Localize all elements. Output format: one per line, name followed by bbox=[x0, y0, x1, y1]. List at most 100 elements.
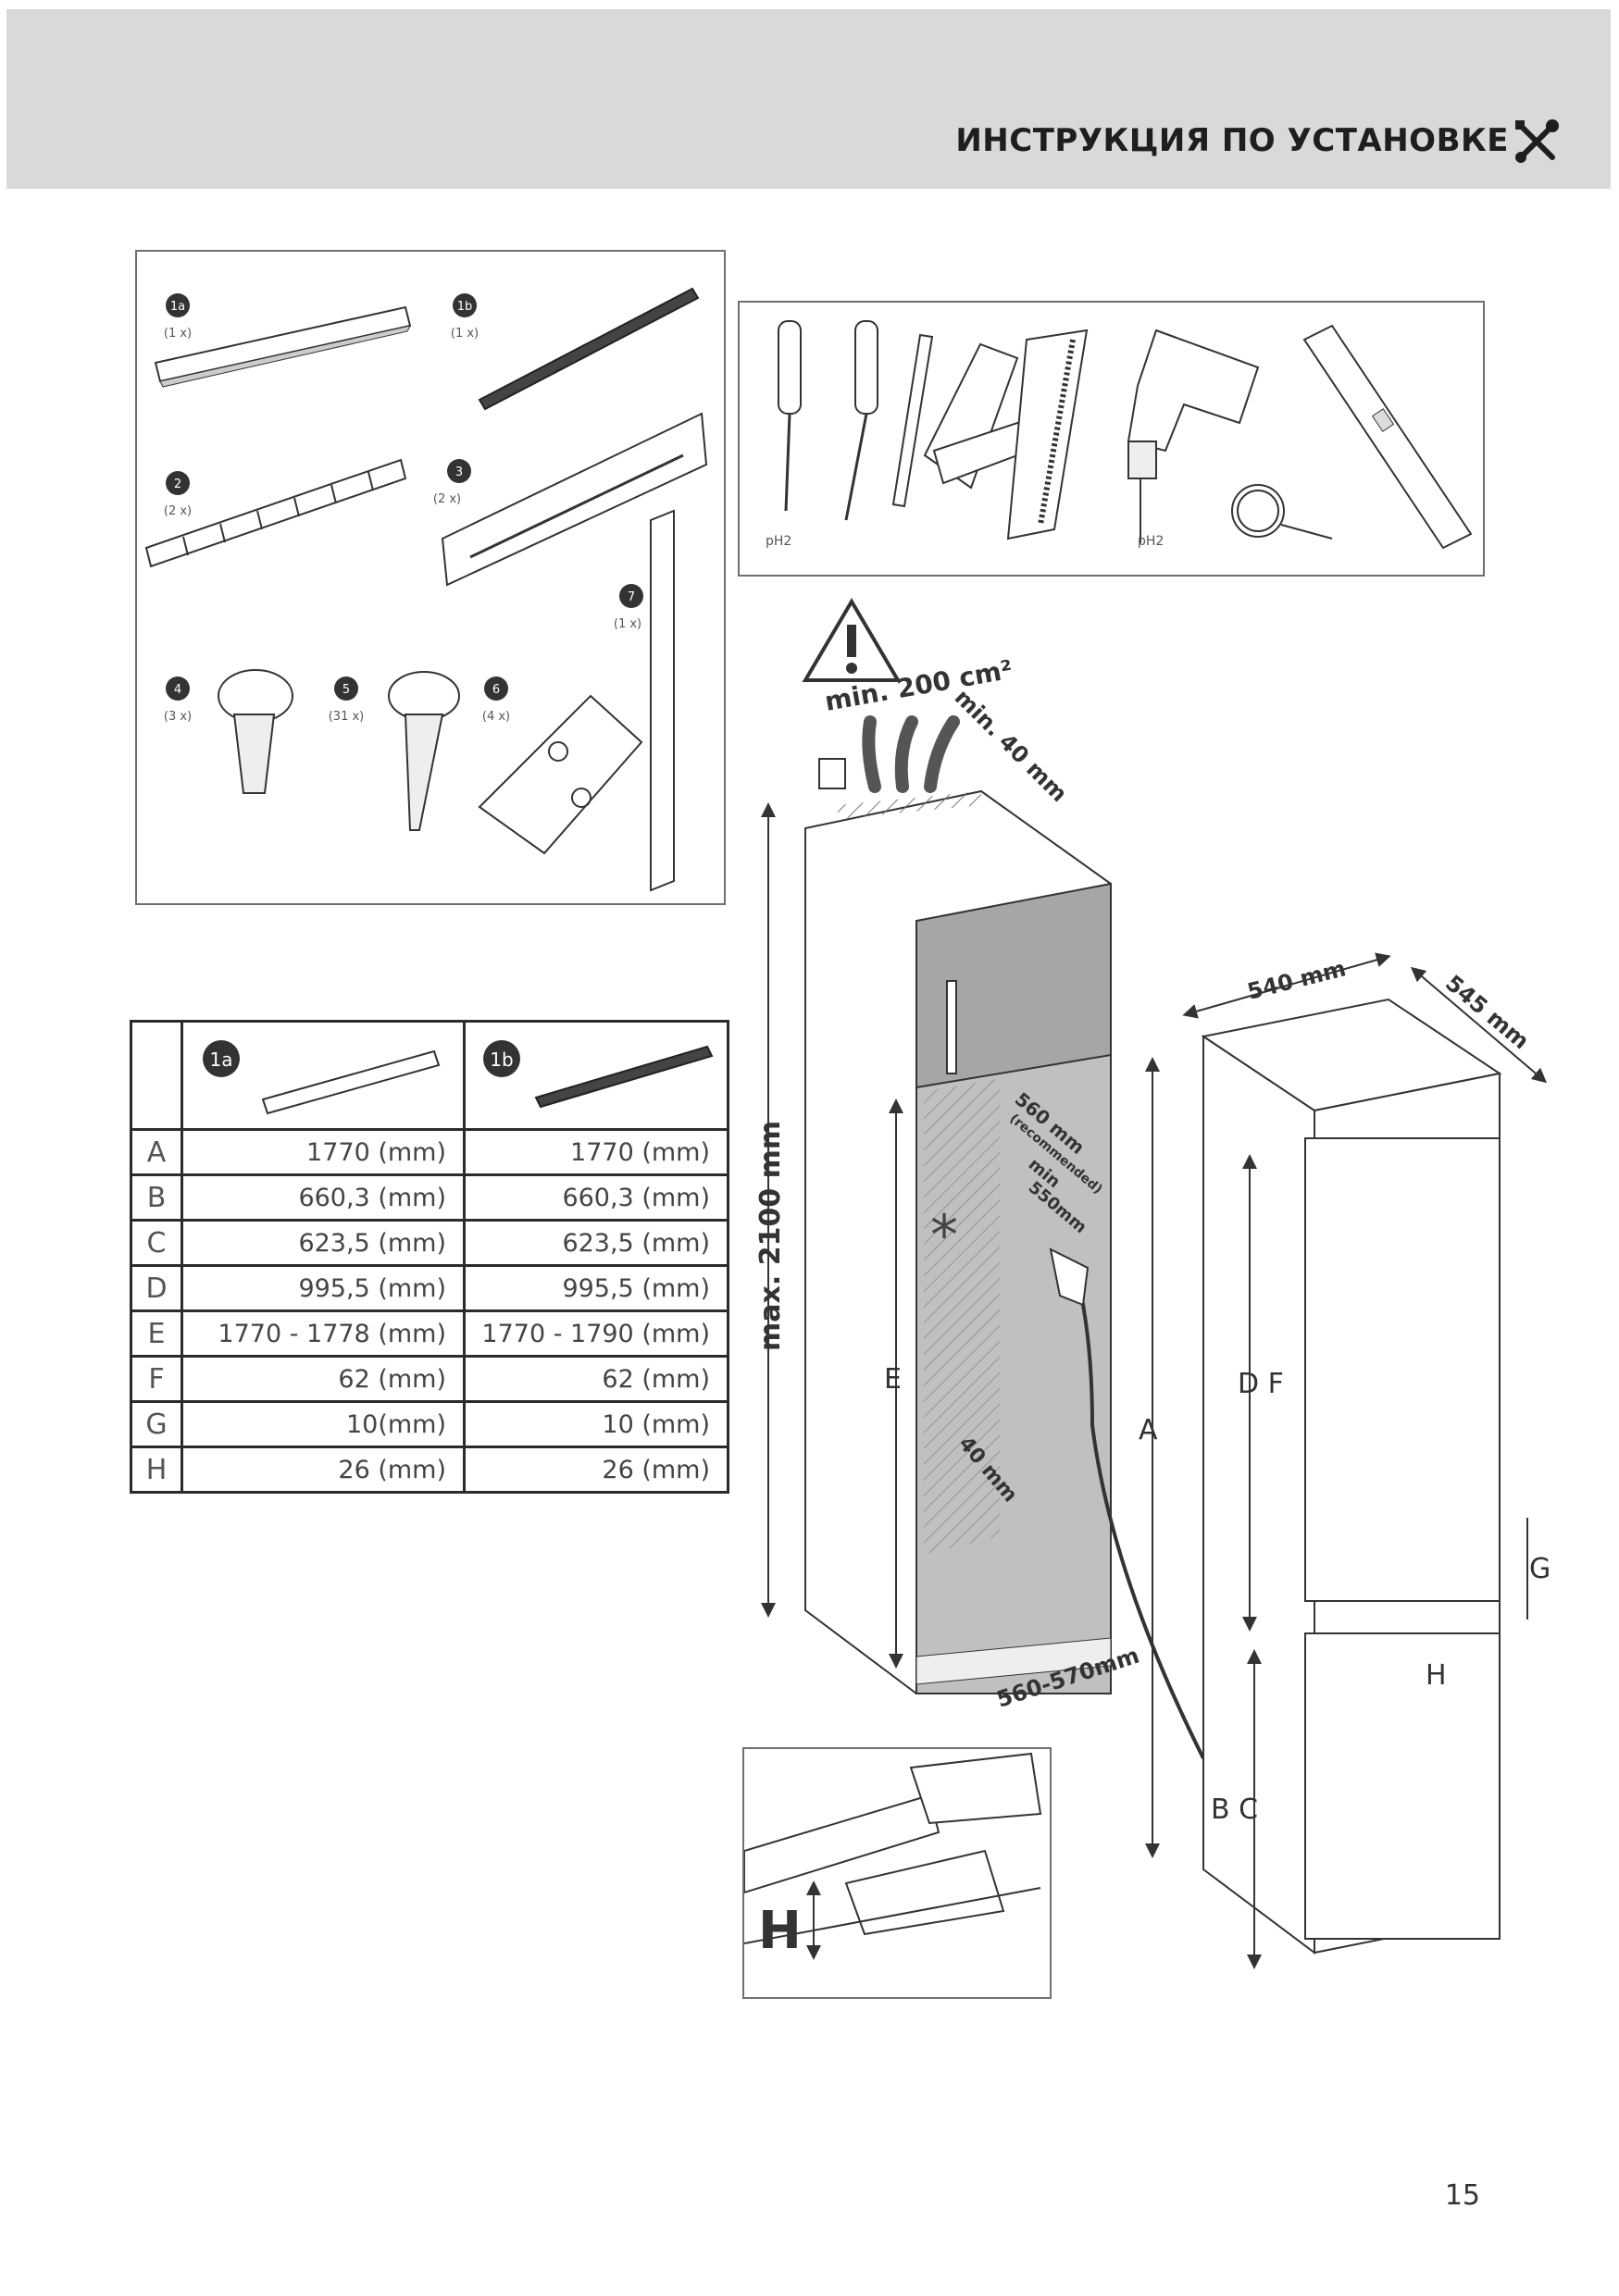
row-label: E bbox=[130, 1309, 183, 1358]
table-row: H 26 (mm) 26 (mm) bbox=[130, 1446, 729, 1494]
part-6-number: 6 bbox=[492, 683, 500, 697]
drill-icon bbox=[1127, 329, 1260, 543]
appliance-depth-label: 545 mm bbox=[1440, 970, 1534, 1054]
inset-label-h: H bbox=[758, 1901, 802, 1961]
parts-panel: 1a (1 x) 1b (1 x) 2 (2 x) 3 bbox=[135, 250, 726, 905]
table-row: B 660,3 (mm) 660,3 (mm) bbox=[130, 1173, 729, 1222]
part-7-number: 7 bbox=[628, 590, 635, 604]
bracket-1a-icon: 1a bbox=[203, 1040, 441, 1115]
row-value-1b: 995,5 (mm) bbox=[463, 1264, 729, 1312]
table-row: A 1770 (mm) 1770 (mm) bbox=[130, 1128, 729, 1176]
part-4-qty: (3 x) bbox=[164, 710, 192, 724]
row-value-1a: 10(mm) bbox=[181, 1400, 466, 1448]
table-row: D 995,5 (mm) 995,5 (mm) bbox=[130, 1264, 729, 1312]
column-1b-label: 1b bbox=[490, 1049, 513, 1071]
table-row: E 1770 - 1778 (mm) 1770 - 1790 (mm) bbox=[130, 1309, 729, 1358]
label-h: H bbox=[1426, 1659, 1447, 1692]
label-df: D F bbox=[1238, 1368, 1284, 1400]
label-e: E bbox=[884, 1363, 902, 1396]
spec-table: 1a 1b A 1770 (mm) 1770 (mm) B 660,3 (mm)… bbox=[130, 1020, 729, 1494]
tools-illustration: pH2 pH2 bbox=[766, 320, 1473, 550]
pencil-icon bbox=[891, 333, 934, 508]
part-2-number: 2 bbox=[174, 478, 181, 491]
appliance-width-label: 540 mm bbox=[1245, 955, 1349, 1004]
part-1b-qty: (1 x) bbox=[451, 327, 479, 341]
part-5-number: 5 bbox=[342, 683, 350, 697]
hinge-detail-panel: H bbox=[742, 1747, 1052, 1999]
depth-min-label-b: 550mm bbox=[1025, 1178, 1090, 1237]
power-cable bbox=[1049, 1247, 1205, 1759]
table-corner bbox=[130, 1020, 183, 1131]
screwdriver-icon bbox=[778, 320, 802, 512]
cable-icon bbox=[1231, 484, 1333, 540]
hinge-illustration: H bbox=[744, 1752, 1042, 1961]
row-label: F bbox=[130, 1355, 183, 1403]
part-3-number: 3 bbox=[455, 465, 463, 479]
niche-width-label: 560-570mm bbox=[993, 1643, 1142, 1713]
tool-label-ph2-left: pH2 bbox=[766, 534, 791, 549]
column-1b-header: 1b bbox=[463, 1020, 729, 1131]
part-5-qty: (31 x) bbox=[329, 710, 365, 724]
saw-icon bbox=[1006, 329, 1089, 540]
table-row: C 623,5 (mm) 623,5 (mm) bbox=[130, 1219, 729, 1267]
tools-icon bbox=[1515, 119, 1559, 163]
label-bc: B C bbox=[1211, 1793, 1258, 1826]
row-value-1a: 1770 - 1778 (mm) bbox=[181, 1309, 466, 1358]
column-1a-label: 1a bbox=[210, 1049, 233, 1071]
row-value-1b: 660,3 (mm) bbox=[463, 1173, 729, 1222]
row-label: H bbox=[130, 1446, 183, 1494]
warning-icon bbox=[802, 598, 902, 682]
row-label: C bbox=[130, 1219, 183, 1267]
table-row: F 62 (mm) 62 (mm) bbox=[130, 1355, 729, 1403]
part-3: 3 (2 x) bbox=[433, 412, 708, 587]
screwdriver-icon bbox=[844, 320, 878, 521]
part-7-qty: (1 x) bbox=[614, 617, 641, 631]
label-a: A bbox=[1139, 1414, 1158, 1446]
part-1a-qty: (1 x) bbox=[164, 327, 192, 341]
part-1b-number: 1b bbox=[457, 300, 473, 314]
row-label: G bbox=[130, 1400, 183, 1448]
row-value-1a: 26 (mm) bbox=[181, 1446, 466, 1494]
part-7: 7 (1 x) bbox=[614, 509, 675, 892]
gap-top-label: min. 40 mm bbox=[950, 684, 1073, 807]
part-1a: 1a (1 x) bbox=[154, 293, 412, 388]
recommended-note: (recommended) bbox=[1006, 1111, 1104, 1198]
row-value-1b: 10 (mm) bbox=[463, 1400, 729, 1448]
part-5: 5 (31 x) bbox=[329, 671, 460, 831]
parts-illustration: 1a (1 x) 1b (1 x) 2 (2 x) 3 bbox=[144, 287, 708, 892]
wall-outlet-icon bbox=[818, 758, 846, 789]
row-value-1b: 26 (mm) bbox=[463, 1446, 729, 1494]
part-4: 4 (3 x) bbox=[164, 669, 293, 794]
row-value-1b: 62 (mm) bbox=[463, 1355, 729, 1403]
part-2: 2 (2 x) bbox=[144, 458, 407, 568]
part-1b: 1b (1 x) bbox=[451, 287, 700, 411]
part-1a-number: 1a bbox=[170, 300, 185, 314]
tools-panel: pH2 pH2 bbox=[738, 301, 1485, 577]
kitchen-cabinet bbox=[804, 789, 1112, 1694]
part-6: 6 (4 x) bbox=[478, 676, 643, 855]
depth-min-label-a: min bbox=[1025, 1155, 1064, 1192]
max-height-label: max. 2100 mm bbox=[754, 1121, 787, 1351]
row-label: A bbox=[130, 1128, 183, 1176]
column-1a-header: 1a bbox=[181, 1020, 466, 1131]
part-6-qty: (4 x) bbox=[482, 710, 510, 724]
gap-40-label: 40 mm bbox=[953, 1433, 1021, 1508]
row-value-1b: 1770 (mm) bbox=[463, 1128, 729, 1176]
header-band: ИНСТРУКЦИЯ ПО УСТАНОВКЕ bbox=[6, 9, 1611, 189]
row-value-1a: 623,5 (mm) bbox=[181, 1219, 466, 1267]
vent-area-label: min. 200 cm² bbox=[822, 654, 1015, 717]
row-value-1a: 660,3 (mm) bbox=[181, 1173, 466, 1222]
part-3-qty: (2 x) bbox=[433, 492, 461, 506]
row-value-1a: 1770 (mm) bbox=[181, 1128, 466, 1176]
tool-label-ph2-right: pH2 bbox=[1138, 534, 1164, 549]
hatched-area-marker: * bbox=[930, 1203, 958, 1268]
fridge-appliance bbox=[1201, 998, 1502, 1955]
row-value-1a: 62 (mm) bbox=[181, 1355, 466, 1403]
depth-recommended-label: 560 mm bbox=[1011, 1087, 1090, 1158]
row-label: D bbox=[130, 1264, 183, 1312]
row-label: B bbox=[130, 1173, 183, 1222]
page-number: 15 bbox=[1444, 2179, 1480, 2212]
spirit-level-icon bbox=[1302, 324, 1473, 550]
row-value-1b: 623,5 (mm) bbox=[463, 1219, 729, 1267]
table-row: G 10(mm) 10 (mm) bbox=[130, 1400, 729, 1448]
